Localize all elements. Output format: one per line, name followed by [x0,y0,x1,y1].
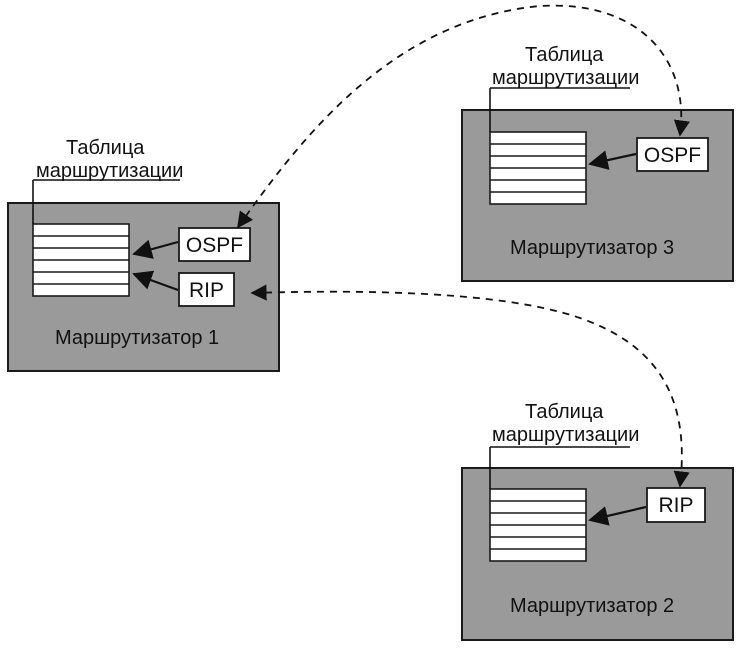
router-2-rip-label: RIP [658,494,693,517]
ospf-exchange-link [237,4,690,229]
router-1-ospf-label: OSPF [186,234,243,257]
router-1-rip-arrow [132,270,179,292]
router-1-rip-box [178,272,235,307]
router-1-table-label-line1: Таблица [66,137,145,159]
rip-exchange-link [250,284,690,488]
router-3: OSPF Маршрутизатор 3 Таблица маршрутизац… [461,44,734,282]
router-3-table-label-line2: маршрутизации [492,67,639,89]
router-1-name: Маршрутизатор 1 [55,327,219,349]
router-2-table-label-line1: Таблица [525,401,604,423]
router-2-name: Маршрутизатор 2 [510,595,674,617]
router-1-rip-label: RIP [189,279,224,302]
router-1: OSPF RIP Маршрутизатор 1 Таблица маршрут… [7,137,280,372]
router-2-rip-arrow [588,505,647,526]
router-3-ospf-label: OSPF [644,144,701,167]
router-1-table-label-line2: маршрутизации [36,160,183,182]
router-1-ospf-box [178,227,251,262]
router-3-name: Маршрутизатор 3 [510,237,674,259]
router-3-table-label-line1: Таблица [525,44,604,66]
router-1-ospf-arrow [132,239,179,259]
router-2: RIP Маршрутизатор 2 Таблица маршрутизаци… [461,401,734,641]
router-2-rip-box [646,487,706,523]
router-2-table-label-line2: маршрутизации [492,424,639,446]
